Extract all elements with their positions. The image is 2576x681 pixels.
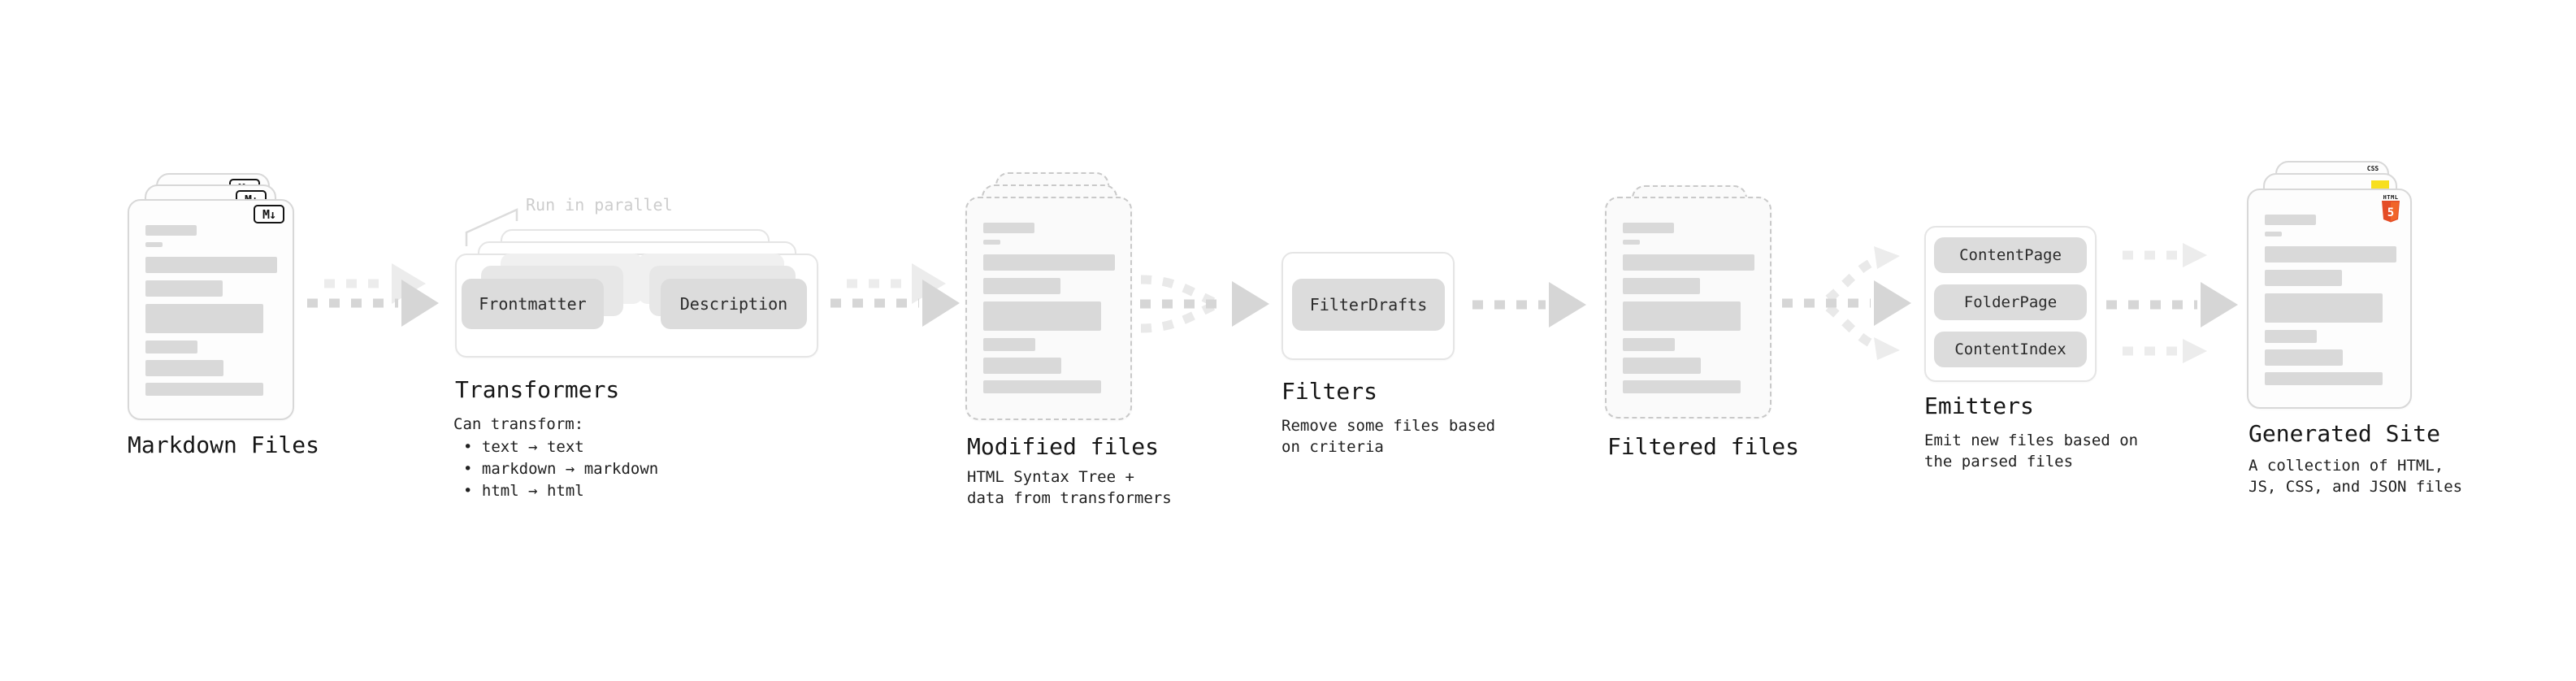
contentindex-pill: ContentIndex [1934,332,2087,367]
bullet-item: • html → html [463,482,584,500]
doc-line [2265,270,2342,286]
html5-shield: 5 [2382,201,2400,223]
bullet-item: • text → text [463,438,584,456]
folderpage-pill: FolderPage [1934,284,2087,320]
stage-title-transformers: Transformers [455,376,620,403]
doc-line [145,257,277,273]
stage-title-filters: Filters [1281,378,1378,405]
doc-content [1607,223,1770,393]
doc-line [983,301,1101,331]
doc-line [1623,338,1675,351]
doc-line [1623,223,1674,233]
markdown-icon: M↓ [254,205,284,223]
doc-content [129,225,293,396]
doc-line [1623,240,1640,245]
doc-line [2265,372,2383,385]
doc-line [1623,358,1701,374]
doc-line [2265,293,2383,323]
doc-line [983,380,1101,393]
doc-line [983,254,1115,271]
filterdrafts-pill: FilterDrafts [1292,279,1445,331]
run-in-parallel-label: Run in parallel [526,195,673,215]
arrow-modified-to-filters [1140,275,1269,333]
html5-icon: HTML 5 [2380,194,2401,226]
doc-line [1623,254,1754,271]
arrow-transformers-to-modified [830,263,960,327]
stage-title-filtered-files: Filtered files [1607,433,1800,460]
modified-file-card [965,197,1132,420]
doc-line [145,225,197,236]
callout-leader-line [465,208,518,246]
doc-line [1623,278,1700,294]
doc-line [145,242,163,247]
generated-file-card-html: HTML 5 [2247,189,2412,409]
doc-line [1623,380,1741,393]
emitters-description: Emit new files based on the parsed files [1924,432,2139,471]
filtered-file-card [1605,197,1772,419]
stage-title-emitters: Emitters [1924,393,2034,419]
doc-line [145,360,223,376]
doc-line [983,338,1035,351]
doc-line [2265,215,2316,225]
doc-line [2265,232,2282,236]
description-pill: Description [661,279,807,329]
arrow-emitters-to-generated [2106,243,2238,363]
arrow-markdown-to-transformers [307,263,439,327]
contentpage-pill: ContentPage [1934,237,2087,273]
doc-line [983,240,1000,245]
stage-title-generated-site: Generated Site [2249,420,2441,447]
doc-line [145,280,223,297]
generated-site-description: A collection of HTML, JS, CSS, and JSON … [2249,457,2463,496]
js-file-icon [2371,180,2389,189]
stage-title-markdown-files: Markdown Files [128,432,320,458]
doc-line [983,278,1060,294]
arrow-filtered-to-emitters [1782,246,1911,360]
doc-content [967,223,1130,393]
transformers-description: Can transform: [453,415,584,433]
bullet-item: • markdown → markdown [463,460,659,478]
doc-line [983,223,1034,233]
doc-line [983,358,1061,374]
filters-description: Remove some files based on criteria [1281,417,1496,456]
doc-line [1623,301,1741,331]
doc-line [2265,246,2396,262]
doc-line [145,383,263,396]
modified-files-description: HTML Syntax Tree + data from transformer… [967,468,1172,507]
svg-text:5: 5 [2387,206,2394,219]
markdown-file-card: M↓ [128,199,294,420]
doc-content [2249,215,2410,385]
transformers-bullet-list: • text → text • markdown → markdown • ht… [463,436,658,502]
doc-line [2265,330,2317,343]
doc-line [145,340,197,354]
doc-line [2265,349,2343,366]
arrow-filters-to-filtered [1472,282,1586,327]
stage-title-modified-files: Modified files [967,433,1160,460]
doc-line [145,304,263,333]
frontmatter-pill: Frontmatter [462,279,604,329]
